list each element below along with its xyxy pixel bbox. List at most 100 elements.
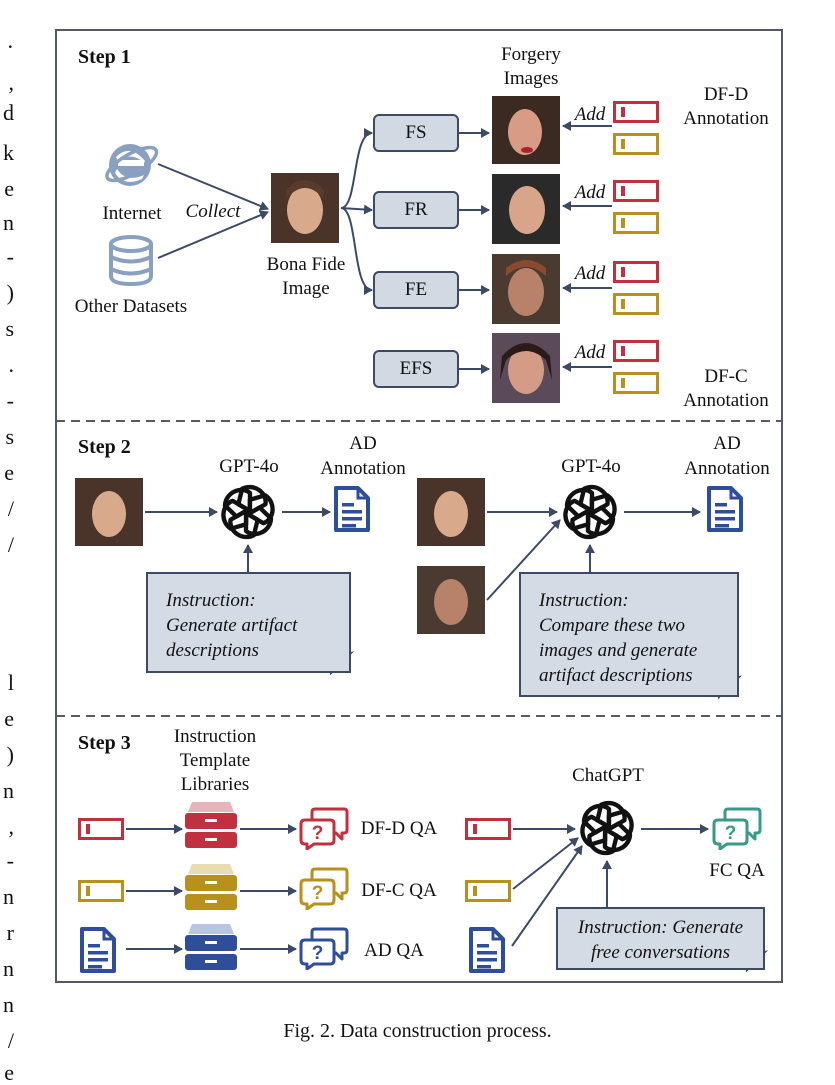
edge-char: , [8, 814, 15, 839]
chatgpt-label: ChatGPT [572, 765, 644, 786]
fc-qa-label: FC QA [709, 860, 765, 881]
instruction-line: descriptions [166, 640, 259, 661]
arrow-forgery-to-gpt-right [486, 519, 561, 601]
dfd-annotation-tag-icon [613, 261, 659, 283]
edge-char: , [8, 70, 15, 95]
ad-annotation-label-line1: AD [713, 433, 741, 454]
dfc-annotation-tag-icon [465, 880, 511, 902]
dfc-annotation-label-line2: Annotation [683, 390, 769, 411]
arrow-bona-fide-to-fs [340, 128, 373, 209]
bona-fide-label-line1: Bona Fide [266, 254, 346, 275]
forgery-images-label-line2: Images [503, 68, 559, 89]
arrow-bona-fide-to-fr [340, 204, 373, 215]
edge-char: s [5, 424, 14, 449]
add-label: Add [574, 263, 606, 284]
dfc-annotation-tag-icon [613, 372, 659, 394]
ad-annotation-label-line1: AD [349, 433, 377, 454]
template-libraries-label-line1: Instruction [173, 726, 257, 747]
dfd-annotation-tag-icon [465, 818, 511, 840]
dfd-annotation-label-line2: Annotation [683, 108, 769, 129]
internet-explorer-icon [105, 144, 159, 186]
step3-title: Step 3 [78, 732, 131, 754]
forgery-images-label-line1: Forgery [501, 44, 561, 65]
method-fr-box: FR [373, 191, 459, 229]
forgery-face-fs [492, 96, 560, 164]
edge-char: k [3, 140, 14, 165]
template-libraries-label-line2: Template [179, 750, 251, 771]
openai-logo-icon [577, 800, 638, 856]
add-label: Add [574, 342, 606, 363]
question-chat-icon [299, 867, 349, 910]
dfc-annotation-tag-icon [613, 212, 659, 234]
ad-annotation-label-line2: Annotation [684, 458, 770, 479]
gpt4o-label: GPT-4o [561, 456, 621, 477]
figure-frame [55, 29, 783, 983]
dfd-annotation-label-line1: DF-D [703, 84, 749, 105]
step2-input-face [75, 478, 143, 546]
edge-char: e [4, 1060, 14, 1085]
document-icon [334, 486, 370, 532]
edge-char: n [3, 778, 14, 803]
add-label: Add [574, 182, 606, 203]
internet-label: Internet [102, 203, 162, 224]
edge-char: n [3, 884, 14, 909]
instruction-line: Instruction: Generate [577, 917, 744, 938]
edge-char: . [8, 352, 15, 377]
edge-char: - [6, 388, 14, 413]
step2-title: Step 2 [78, 436, 131, 458]
dfc-annotation-label-line1: DF-C [704, 366, 748, 387]
edge-char: e [4, 460, 14, 485]
dfd-annotation-tag-icon [78, 818, 124, 840]
edge-char: / [7, 496, 14, 521]
instruction-line: Instruction: [539, 590, 629, 611]
edge-char: ) [6, 742, 14, 767]
method-efs-box: EFS [373, 350, 459, 388]
add-label: Add [574, 104, 606, 125]
edge-char: n [3, 210, 14, 235]
edge-char: - [6, 244, 14, 269]
question-chat-icon [299, 927, 349, 970]
bona-fide-face-image [271, 173, 339, 243]
instruction-line: Compare these two [539, 615, 686, 636]
edge-char: - [6, 848, 14, 873]
question-chat-icon [712, 807, 762, 850]
instruction-note-step3: Instruction: Generate free conversations [556, 907, 765, 970]
step1-title: Step 1 [78, 46, 131, 68]
arrow-ad-to-chatgpt [511, 845, 583, 947]
instruction-line: Instruction: [166, 590, 256, 611]
dfc-annotation-tag-icon [78, 880, 124, 902]
edge-char: s [5, 316, 14, 341]
method-fs-box: FS [373, 114, 459, 152]
bona-fide-label-line2: Image [282, 278, 330, 299]
gpt4o-label: GPT-4o [219, 456, 279, 477]
edge-char: / [7, 1028, 14, 1053]
step2-bona-fide-face [417, 478, 485, 546]
figure-caption: Fig. 2. Data construction process. [283, 1020, 552, 1042]
dfc-qa-label: DF-C QA [361, 880, 437, 901]
forgery-face-fr [492, 174, 560, 244]
edge-char: ) [6, 280, 14, 305]
dfd-annotation-tag-icon [613, 180, 659, 202]
instruction-line: images and generate [539, 640, 698, 661]
dfd-annotation-tag-icon [613, 340, 659, 362]
drawer-cabinet-icon [185, 924, 237, 970]
instruction-line: Generate artifact [166, 615, 298, 636]
dfc-annotation-tag-icon [613, 293, 659, 315]
forgery-face-fe [492, 254, 560, 324]
edge-char: e [4, 706, 14, 731]
edge-char: r [6, 920, 14, 945]
other-datasets-label: Other Datasets [74, 296, 188, 317]
drawer-cabinet-icon [185, 864, 237, 910]
arrow-dfc-to-chatgpt [512, 837, 579, 890]
method-fe-box: FE [373, 271, 459, 309]
instruction-note-left: Instruction: Generate artifact descripti… [146, 572, 351, 673]
instruction-note-right: Instruction: Compare these two images an… [519, 572, 739, 697]
arrow-datasets-to-bona-fide [157, 210, 269, 259]
edge-char: n [3, 992, 14, 1017]
document-icon [469, 927, 505, 973]
dfc-annotation-tag-icon [613, 133, 659, 155]
edge-char: d [3, 100, 14, 125]
ad-qa-label: AD QA [364, 940, 424, 961]
drawer-cabinet-icon [185, 802, 237, 848]
